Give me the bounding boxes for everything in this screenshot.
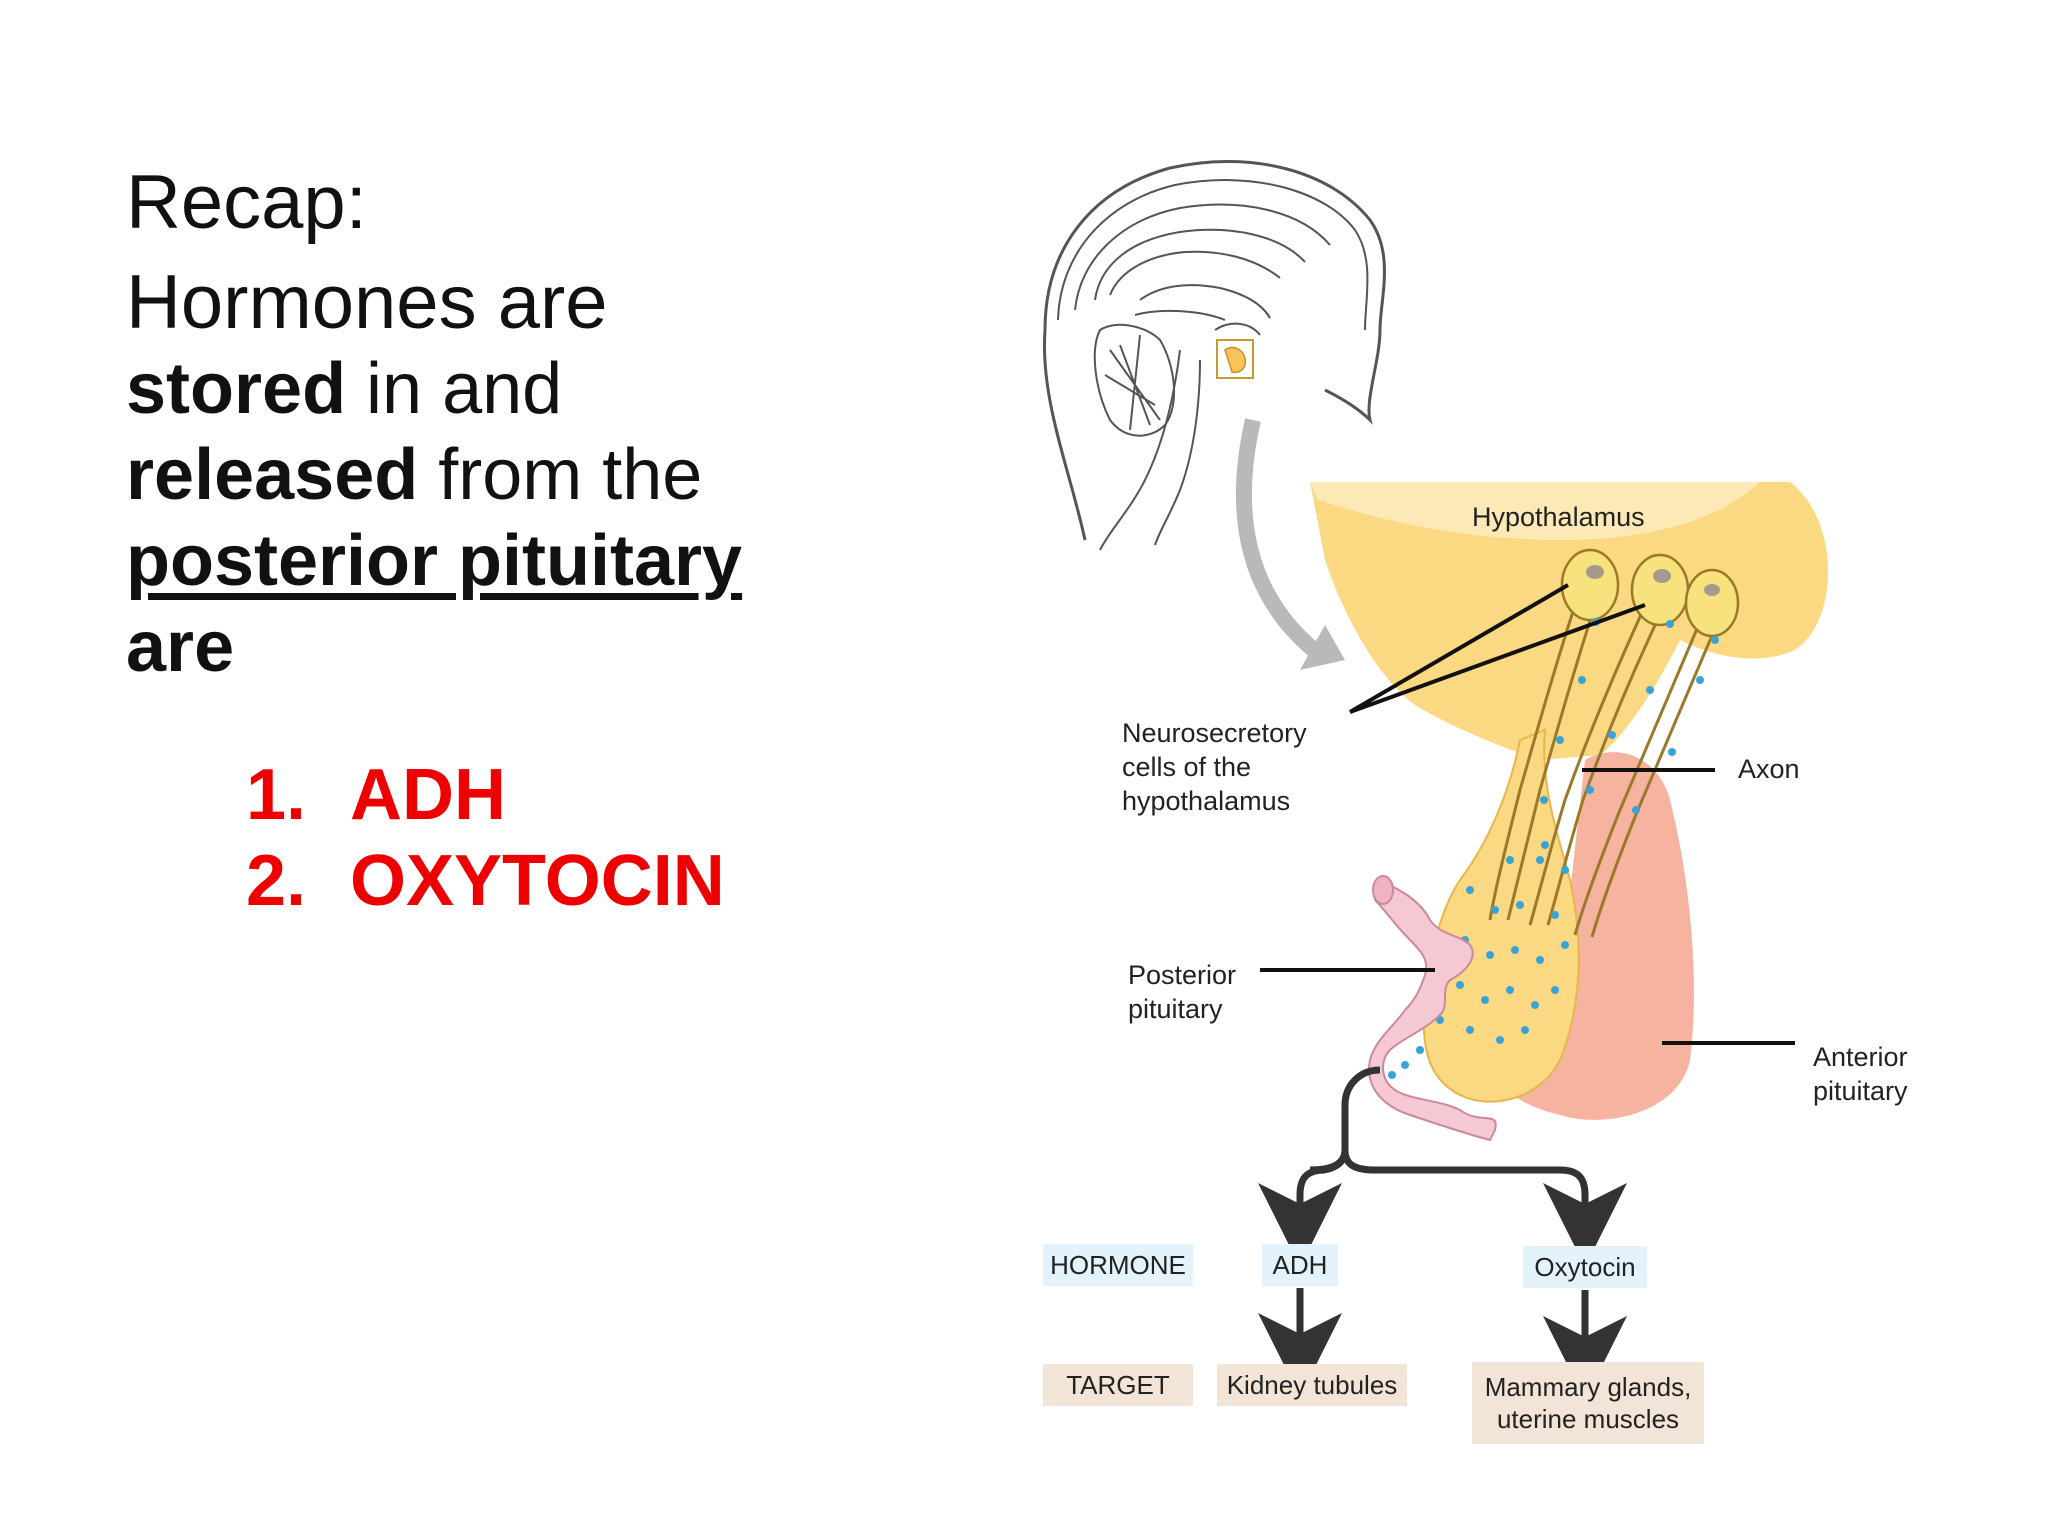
recap-heading: Recap: xyxy=(126,160,367,245)
statement-line-5: are xyxy=(126,604,806,690)
posterior-label-line-1: Posterior xyxy=(1128,960,1237,990)
brain-illustration xyxy=(1042,160,1386,551)
anterior-pituitary-label: Anterior pituitary xyxy=(1813,1040,1908,1108)
flow-arrows xyxy=(1258,1066,1627,1400)
oxytocin-target-line-1: Mammary glands, xyxy=(1484,1372,1692,1402)
adh-target-box: Kidney tubules xyxy=(1217,1364,1407,1406)
statement-line-1: Hormones are xyxy=(126,260,608,345)
brain-pituitary-spot xyxy=(1224,346,1247,374)
posterior-pituitary-shape xyxy=(1422,728,1580,1103)
anterior-label-line-2: pituitary xyxy=(1813,1076,1908,1106)
posterior-pituitary-label: Posterior pituitary xyxy=(1128,958,1236,1026)
recap-text-block: Recap: Hormones are stored in and releas… xyxy=(126,160,806,690)
neurosecretory-label-line-1: Neurosecretory xyxy=(1122,718,1307,748)
zoom-arrow xyxy=(1235,418,1325,662)
leader-lines xyxy=(1260,583,1795,1045)
target-header-box: TARGET xyxy=(1043,1364,1193,1406)
neurosecretory-label-line-3: hypothalamus xyxy=(1122,786,1291,816)
hormone-list: 1. ADH 2. OXYTOCIN xyxy=(246,752,725,924)
brain-highlight-box xyxy=(1216,339,1254,379)
hormone-number: 2. xyxy=(246,841,307,921)
released-word: released xyxy=(126,435,419,515)
hormone-list-item: 2. OXYTOCIN xyxy=(246,838,725,924)
axon-label: Axon xyxy=(1738,754,1800,784)
neurosecretory-label-line-2: cells of the xyxy=(1122,752,1252,782)
hormone-name: ADH xyxy=(350,755,506,835)
recap-statement: Hormones are stored in and released from… xyxy=(126,260,806,690)
oxytocin-target-line-2: uterine muscles xyxy=(1496,1404,1680,1434)
blood-vessel xyxy=(1368,878,1497,1142)
hormone-name: OXYTOCIN xyxy=(350,841,725,921)
neurosecretory-cell-bodies xyxy=(1560,548,1740,638)
hypothalamus-label: Hypothalamus xyxy=(1472,502,1645,532)
statement-line-2-rest: in and xyxy=(346,349,563,429)
oxytocin-hormone-box: Oxytocin xyxy=(1523,1246,1647,1288)
statement-line-3-rest: from the xyxy=(418,435,703,515)
neurosecretory-label: Neurosecretory cells of the hypothalamus xyxy=(1122,716,1307,818)
anterior-label-line-1: Anterior xyxy=(1813,1042,1908,1072)
hormone-header-box: HORMONE xyxy=(1043,1244,1193,1286)
statement-line-4: posterior pituitary xyxy=(126,518,806,604)
hormone-number: 1. xyxy=(246,755,307,835)
adh-hormone-box: ADH xyxy=(1262,1244,1338,1286)
secretory-granules xyxy=(1388,618,1719,1079)
statement-line-2: stored in and xyxy=(126,346,806,432)
oxytocin-target-box: Mammary glands, uterine muscles xyxy=(1472,1362,1704,1444)
neurosecretory-axons xyxy=(1488,589,1724,938)
are-word: are xyxy=(126,607,235,687)
posterior-label-line-2: pituitary xyxy=(1128,994,1223,1024)
stored-word: stored xyxy=(126,349,347,429)
hormone-list-item: 1. ADH xyxy=(246,752,725,838)
posterior-pituitary-phrase: posterior pituitary xyxy=(126,521,743,601)
statement-line-3: released from the xyxy=(126,432,806,518)
